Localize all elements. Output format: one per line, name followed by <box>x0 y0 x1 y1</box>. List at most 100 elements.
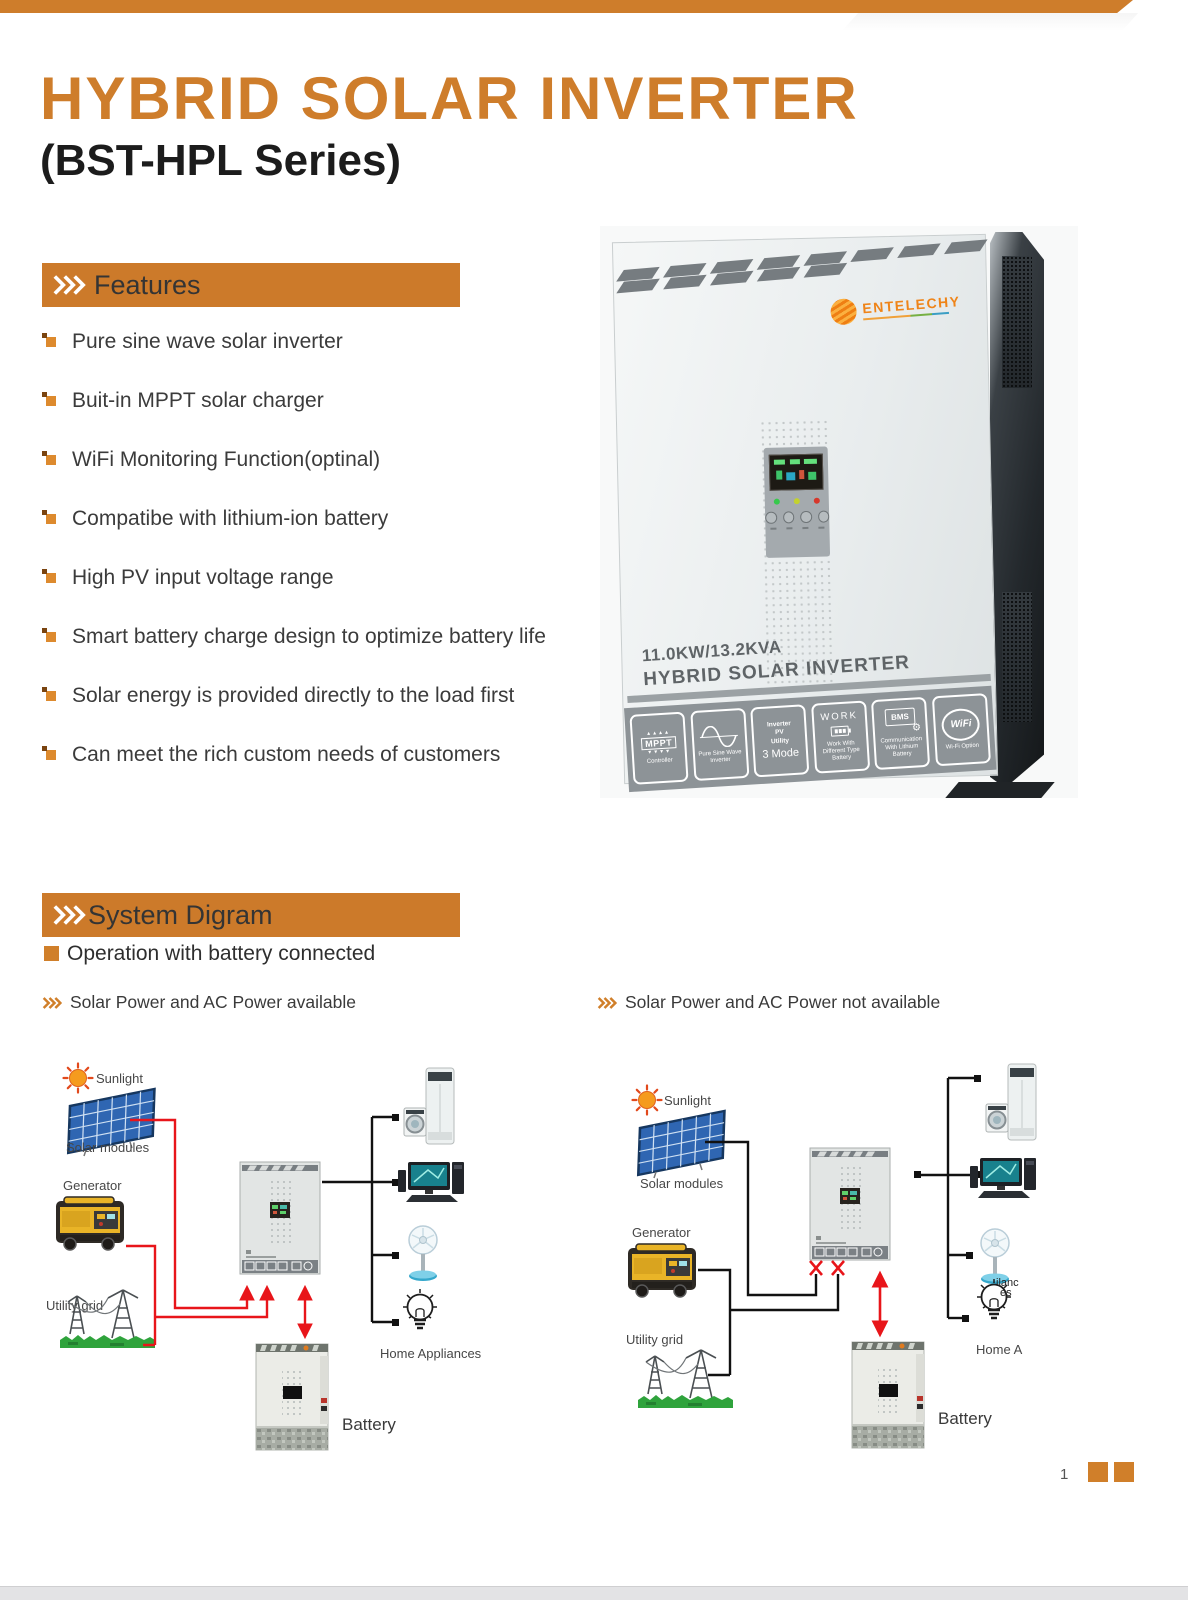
square-bullet-icon <box>42 392 56 406</box>
square-bullet-icon <box>42 510 56 524</box>
feature-text: Can meet the rich custom needs of custom… <box>72 743 501 766</box>
diagram-solar-ac-not-available: Sunlight Solar modules Generator Utility… <box>626 1063 1037 1449</box>
triple-chevron-icon <box>42 996 62 1009</box>
feature-text: Solar energy is provided directly to the… <box>72 684 515 707</box>
page-number: 1 <box>1060 1466 1069 1483</box>
air-conditioner-icon <box>403 1067 455 1145</box>
feature-item: Smart battery charge design to optimize … <box>42 625 546 684</box>
sun-icon <box>62 1062 94 1094</box>
plug-dots <box>914 1075 983 1322</box>
sun-logo-icon <box>829 297 858 326</box>
square-bullet-icon <box>42 333 56 347</box>
feature-text: WiFi Monitoring Function(optinal) <box>72 448 381 471</box>
badge-pure-sine-wave: Pure Sine Wave Inverter <box>689 707 750 782</box>
label-fragment: es <box>1000 1287 1012 1299</box>
sun-icon <box>631 1084 663 1116</box>
badge-caption: Controller <box>646 757 673 766</box>
badge-3-mode: Inverter PV Utility 3 Mode <box>750 704 810 778</box>
triple-chevron-icon <box>597 996 617 1009</box>
footer-square-icon <box>1088 1462 1108 1482</box>
wifi-icon: WiFi <box>941 707 982 742</box>
battery-icon <box>255 1343 329 1451</box>
badge-caption: Pure Sine Wave Inverter <box>698 748 742 764</box>
inverter-side-panel <box>990 232 1044 788</box>
square-bullet-icon <box>42 451 56 465</box>
fan-icon <box>408 1225 438 1282</box>
inverter-icon <box>809 1147 891 1261</box>
badge-caption: Wi-Fi Option <box>945 742 980 751</box>
sunlight-label: Sunlight <box>664 1093 711 1108</box>
computer-icon <box>397 1161 465 1203</box>
badge-caption: Work With Different Type Battery <box>822 740 861 762</box>
caption-text: Solar Power and AC Power available <box>70 992 356 1012</box>
feature-text: Pure sine wave solar inverter <box>72 330 343 353</box>
arrows-down-icon: ▼▼▼▼ <box>647 748 672 757</box>
brand-logo: ENTELECHY <box>829 290 961 326</box>
vent-grille-icon <box>1002 592 1032 722</box>
feature-text: Smart battery charge design to optimize … <box>72 625 546 648</box>
feature-item: Solar energy is provided directly to the… <box>42 684 546 743</box>
top-accent-bar <box>0 0 1133 13</box>
button-labels <box>765 526 829 530</box>
panel-buttons <box>765 510 830 524</box>
feature-item: WiFi Monitoring Function(optinal) <box>42 448 546 507</box>
battery-icon <box>851 1341 925 1449</box>
feature-badge-strip: ▲▲▲▲ MPPT ▼▼▼▼ Controller Pure Sine Wave… <box>623 685 997 793</box>
battery-glyph-icon <box>830 725 850 737</box>
feature-text: Compatibe with lithium-ion battery <box>72 507 389 530</box>
source-wires <box>698 1140 840 1377</box>
badge-bms: BMS ⚙ Communication With Lithium Battery <box>871 696 931 771</box>
utility-grid-icon <box>59 1289 156 1349</box>
mppt-label: MPPT <box>640 736 677 751</box>
mode-label: Inverter <box>766 720 792 729</box>
mode-label: Utility <box>770 737 790 746</box>
mode-label: PV <box>774 728 785 737</box>
fan-icon <box>980 1228 1010 1285</box>
feature-item: Pure sine wave solar inverter <box>42 330 546 389</box>
gear-icon: ⚙ <box>911 722 922 734</box>
feature-text: High PV input voltage range <box>72 566 334 589</box>
square-bullet-icon <box>42 746 56 760</box>
label-fragment: ilanc <box>996 1277 1019 1289</box>
bms-monitor-icon: BMS <box>884 707 916 727</box>
home-appliances-label: Home Appliances <box>380 1346 482 1361</box>
battery-label: Battery <box>342 1415 396 1434</box>
page-subtitle: (BST-HPL Series) <box>40 136 402 185</box>
product-photo: ENTELECHY 11.0KW/13.2KVA HYBRID SOLAR IN… <box>600 226 1078 798</box>
caption-text: Solar Power and AC Power not available <box>625 992 941 1012</box>
badge-work-battery: WORK Work With Different Type Battery <box>810 700 871 774</box>
page-title: HYBRID SOLAR INVERTER <box>40 65 859 132</box>
x-mark-icon <box>809 1260 845 1276</box>
inverter-front-face: ENTELECHY 11.0KW/13.2KVA HYBRID SOLAR IN… <box>611 233 999 793</box>
features-list: Pure sine wave solar inverter Buit-in MP… <box>42 330 546 802</box>
feature-item: Buit-in MPPT solar charger <box>42 389 546 448</box>
appliance-bus <box>918 1076 978 1320</box>
feature-item: Compatibe with lithium-ion battery <box>42 507 546 566</box>
badge-wifi: WiFi Wi-Fi Option <box>931 693 991 767</box>
operation-subheading: Operation with battery connected <box>44 942 375 966</box>
generator-icon <box>55 1196 125 1251</box>
left-diagram-caption: Solar Power and AC Power available <box>42 992 356 1013</box>
features-section-header: Features <box>42 263 460 307</box>
operation-text: Operation with battery connected <box>67 942 376 965</box>
feature-item: Can meet the rich custom needs of custom… <box>42 743 546 802</box>
orange-square-bullet-icon <box>44 946 59 961</box>
control-panel <box>763 446 831 558</box>
top-bar-shadow <box>841 13 1139 31</box>
right-diagram-caption: Solar Power and AC Power not available <box>597 992 940 1013</box>
square-bullet-icon <box>42 628 56 642</box>
triple-chevron-icon <box>52 273 86 297</box>
sunlight-label: Sunlight <box>96 1071 143 1086</box>
appliance-bus <box>322 1115 396 1324</box>
plug-dots <box>392 1114 399 1326</box>
footer-square-icon <box>1114 1462 1134 1482</box>
square-bullet-icon <box>42 687 56 701</box>
utility-grid-label: Utility grid <box>626 1332 683 1347</box>
feature-text: Buit-in MPPT solar charger <box>72 389 324 412</box>
diagram-solar-ac-available: Sunlight Solar modules Generator Utility… <box>46 1062 482 1451</box>
light-bulb-icon <box>401 1287 439 1330</box>
triple-chevron-icon <box>52 903 86 927</box>
generator-icon <box>627 1243 697 1298</box>
square-bullet-icon <box>42 569 56 583</box>
